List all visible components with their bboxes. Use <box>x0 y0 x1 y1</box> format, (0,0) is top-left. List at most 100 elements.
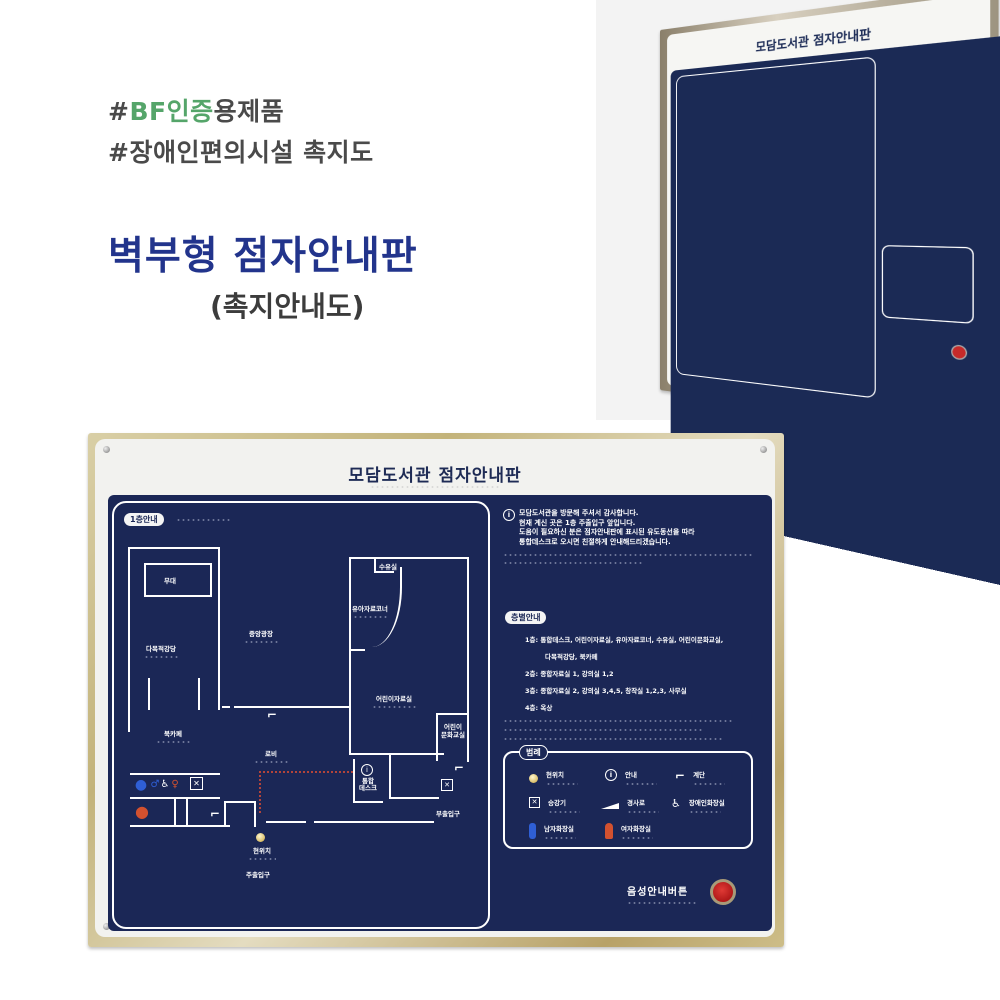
wall <box>353 801 383 803</box>
wall <box>144 563 146 597</box>
elevator-icon: ✕ <box>441 779 453 791</box>
female-restroom-icon: ♀ <box>171 778 179 790</box>
board-title: 모담도서관 점자안내판 <box>348 466 522 486</box>
wall <box>198 678 200 710</box>
floor-guide-badge: 층별안내 <box>505 611 547 624</box>
legend-badge: 범례 <box>519 745 548 760</box>
wall <box>436 713 438 761</box>
wall <box>222 706 230 708</box>
ramp-icon <box>601 803 619 809</box>
wall <box>224 801 254 803</box>
wall <box>467 557 469 762</box>
stairs-icon: ⌐ <box>267 708 278 722</box>
wall <box>130 825 230 827</box>
wall <box>374 557 376 571</box>
room-infant-corner: 유아자료코너 <box>352 603 388 619</box>
product-subheadline: (촉지안내도) <box>210 290 365 323</box>
wall <box>266 821 306 823</box>
intro-braille <box>503 553 753 557</box>
wall <box>128 547 220 549</box>
room-sub-entrance: 부출입구 <box>436 810 460 818</box>
floor-map: 1층안내 무대 다목적강당 중앙광장 ⌐ <box>112 501 490 929</box>
tag1-suffix: 용제품 <box>213 97 285 126</box>
wall <box>218 643 220 710</box>
screw-icon <box>103 446 110 453</box>
wall <box>389 797 439 799</box>
wall <box>148 678 150 710</box>
wall <box>210 563 212 597</box>
board-plate: 모담도서관 점자안내판 1층안내 무대 다목적강당 중앙광장 <box>95 439 775 937</box>
wall <box>224 803 226 827</box>
room-info-desk: 통합 데스크 <box>359 777 377 792</box>
product-headline: 벽부형 점자안내판 <box>108 234 418 279</box>
intro-braille <box>503 561 643 565</box>
wall <box>174 797 176 825</box>
stairs-icon: ⌐ <box>675 769 686 783</box>
voice-guide-label: 음성안내버튼 <box>627 887 689 898</box>
wall <box>436 713 469 715</box>
legend-current-location: 현위치 <box>529 769 578 786</box>
info-icon: i <box>503 509 515 521</box>
room-central-plaza: 중앙광장 <box>244 628 278 644</box>
legend-ramp: 경사로 <box>601 797 659 814</box>
wall <box>353 759 355 803</box>
hash-symbol: # <box>108 97 130 126</box>
wall <box>389 753 391 799</box>
intro-line: 통합데스크로 오시면 친절하게 안내해드리겠습니다. <box>519 537 671 546</box>
room-multipurpose-hall: 다목적강당 <box>144 643 178 659</box>
current-location-icon <box>529 774 538 783</box>
wall <box>254 801 256 827</box>
floor-line-2: 2층: 종합자료실 1, 강의실 1,2 <box>525 670 614 678</box>
male-restroom-icon <box>529 823 536 839</box>
info-icon: i <box>605 769 617 781</box>
tag-accessibility: #장애인편의시설 촉지도 <box>108 138 374 167</box>
room-book-cafe: 북카페 <box>156 728 190 744</box>
title-braille <box>370 485 500 489</box>
bf-highlight: BF인증 <box>129 97 214 126</box>
room-stage: 무대 <box>164 577 176 585</box>
board-navy-panel: 1층안내 무대 다목적강당 중앙광장 ⌐ <box>108 495 772 931</box>
welcome-message: i 모담도서관을 방문해 주셔서 감사합니다. 현재 계신 곳은 1층 주출입구… <box>503 509 765 565</box>
female-restroom-icon <box>605 823 613 839</box>
male-restroom-icon: ♂ <box>150 778 160 790</box>
male-restroom-icon: ● <box>134 777 148 793</box>
guide-route-line <box>259 771 353 813</box>
side-photo-board: 모담도서관 점자안내판 <box>660 0 1000 756</box>
wall <box>186 797 188 825</box>
stairs-icon: ⌐ <box>210 807 221 821</box>
screw-icon <box>103 923 110 930</box>
floor-badge-braille <box>176 518 231 522</box>
wall <box>144 595 212 597</box>
legend-info: i 안내 <box>605 769 657 786</box>
label-current-location: 현위치 <box>248 845 276 861</box>
legend-stairs: ⌐ 계단 <box>675 769 726 786</box>
floor-line-3: 3층: 종합자료실 2, 강의실 3,4,5, 창작실 1,2,3, 사무실 <box>525 687 687 695</box>
elevator-icon: ✕ <box>190 777 203 790</box>
wall <box>130 773 220 775</box>
legend-accessible-restroom: ♿ 장애인화장실 <box>671 797 725 814</box>
legend-box: 범례 현위치 i 안내 ⌐ 계단 ✕ 승강기 <box>503 745 753 849</box>
info-desk-icon: i <box>361 764 373 776</box>
wall <box>349 557 351 755</box>
wall <box>218 547 220 647</box>
screw-icon <box>760 446 767 453</box>
wall <box>349 649 365 651</box>
voice-guide-button[interactable] <box>710 879 736 905</box>
wheelchair-icon: ♿ <box>160 778 170 790</box>
floor-braille <box>503 719 733 723</box>
legend-elevator: ✕ 승강기 <box>529 797 580 814</box>
intro-line: 도움이 필요하신 분은 점자안내판에 표시된 유도동선을 따라 <box>519 528 695 536</box>
floor-line-1-cont: 다목적강당, 북카페 <box>545 653 598 661</box>
wall <box>349 753 444 755</box>
room-lobby: 로비 <box>254 748 288 764</box>
voice-guide-braille <box>627 901 697 905</box>
room-children-culture: 어린이 문화교실 <box>441 723 465 739</box>
female-restroom-icon: ● <box>135 801 149 821</box>
stairs-icon: ⌐ <box>454 761 465 775</box>
side-board-map <box>676 56 876 399</box>
braille-guide-board: 모담도서관 점자안내판 1층안내 무대 다목적강당 중앙광장 <box>88 433 784 947</box>
intro-line: 현재 계신 곳은 1층 주출입구 앞입니다. <box>519 518 636 527</box>
floor-guide: 층별안내 1층: 통합데스크, 어린이자료실, 유아자료코너, 수유실, 어린이… <box>503 605 765 741</box>
legend-female-restroom: 여자화장실 <box>605 823 653 840</box>
wall <box>144 563 212 565</box>
